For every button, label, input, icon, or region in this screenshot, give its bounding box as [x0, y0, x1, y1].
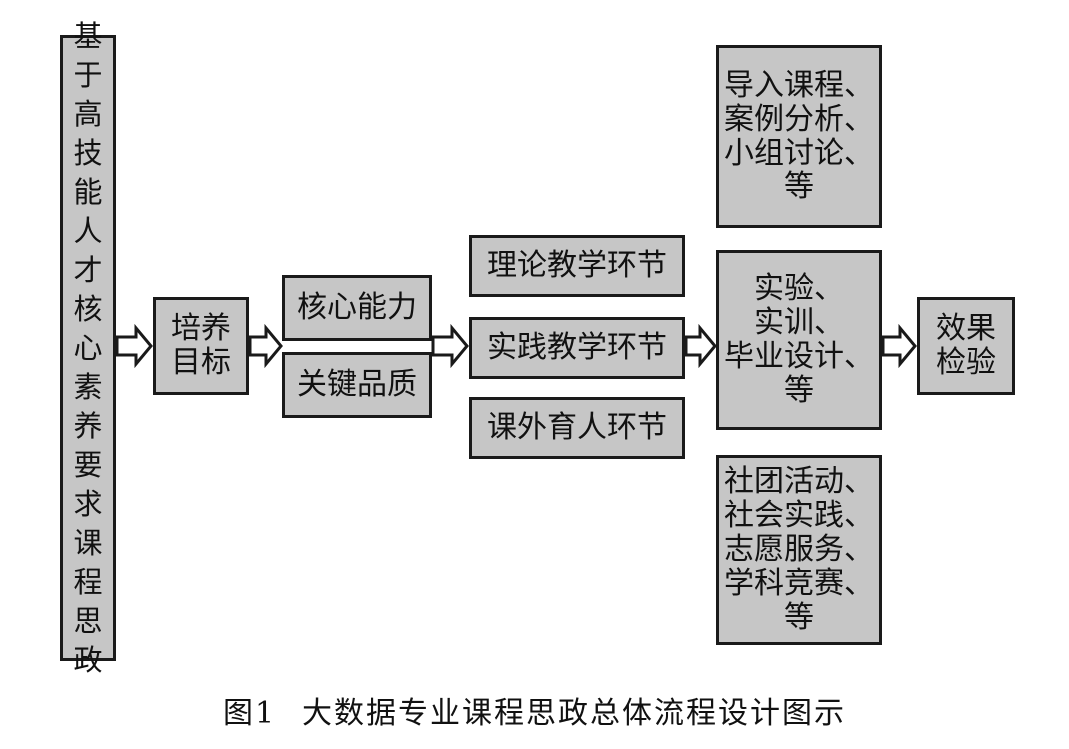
root-char: 养 — [73, 408, 103, 443]
extra-detail-line: 学科竞赛、 — [724, 565, 874, 601]
stage-practice-label: 实践教学环节 — [487, 330, 667, 366]
goal-line: 目标 — [171, 345, 231, 380]
goal-line: 培养 — [171, 311, 231, 347]
root-char: 思 — [73, 603, 103, 638]
figure-title: 大数据专业课程思政总体流程设计图示 — [302, 696, 847, 731]
stage-practice-box: 实践教学环节 — [469, 317, 685, 379]
root-char: 核 — [73, 291, 103, 326]
result-line: 检验 — [936, 345, 996, 380]
stage-theory-label: 理论教学环节 — [487, 248, 667, 284]
core-ability-box: 核心能力 — [282, 275, 432, 341]
root-char: 技 — [73, 135, 103, 170]
extra-detail-line: 社会实践、 — [724, 498, 874, 534]
arrow-stages-to-details — [684, 323, 717, 369]
result-box: 效果 检验 — [917, 297, 1015, 395]
stage-theory-box: 理论教学环节 — [469, 235, 685, 297]
practice-detail-line: 等 — [784, 372, 814, 408]
practice-detail-line: 实验、 — [754, 271, 844, 307]
extra-detail-line: 等 — [784, 599, 814, 635]
arrow-goal-to-abilities — [248, 323, 283, 369]
root-char: 才 — [73, 252, 103, 287]
root-box: 基 于 高 技 能 人 才 核 心 素 养 要 求 课 程 思 政 — [60, 19, 116, 677]
figure-number: 图1 — [222, 696, 277, 731]
root-char: 人 — [73, 213, 103, 248]
root-char: 于 — [73, 57, 103, 92]
root-char: 求 — [73, 486, 103, 521]
stage-extracurricular-label: 课外育人环节 — [487, 410, 667, 446]
root-char: 要 — [73, 447, 103, 482]
arrow-root-to-goal — [115, 323, 153, 369]
goal-box: 培养 目标 — [153, 297, 249, 395]
theory-detail-line: 案例分析、 — [724, 101, 874, 137]
core-ability-label: 核心能力 — [297, 290, 417, 326]
root-char: 心 — [73, 330, 103, 365]
key-quality-box: 关键品质 — [282, 352, 432, 418]
root-char: 高 — [73, 96, 103, 131]
extracurricular-detail-box: 社团活动、 社会实践、 志愿服务、 学科竞赛、 等 — [716, 455, 882, 645]
root-char: 政 — [73, 642, 103, 677]
theory-detail-line: 导入课程、 — [724, 67, 874, 103]
extra-detail-line: 社团活动、 — [724, 464, 874, 500]
arrow-abilities-to-stages — [431, 323, 469, 369]
result-line: 效果 — [936, 311, 996, 347]
practice-detail-line: 实训、 — [754, 305, 844, 341]
key-quality-label: 关键品质 — [297, 367, 417, 403]
root-char: 程 — [73, 564, 103, 599]
extra-detail-line: 志愿服务、 — [724, 532, 874, 568]
practice-detail-box: 实验、 实训、 毕业设计、 等 — [716, 250, 882, 430]
root-char: 素 — [73, 369, 103, 404]
arrow-details-to-result — [881, 323, 917, 369]
theory-detail-line: 等 — [784, 169, 814, 205]
root-char: 能 — [73, 174, 103, 209]
figure-caption: 图1 大数据专业课程思政总体流程设计图示 — [0, 688, 1069, 732]
theory-detail-box: 导入课程、 案例分析、 小组讨论、 等 — [716, 45, 882, 228]
theory-detail-line: 小组讨论、 — [724, 135, 874, 171]
stage-extracurricular-box: 课外育人环节 — [469, 397, 685, 459]
practice-detail-line: 毕业设计、 — [724, 339, 874, 374]
root-char: 基 — [73, 18, 103, 53]
root-char: 课 — [73, 525, 103, 560]
